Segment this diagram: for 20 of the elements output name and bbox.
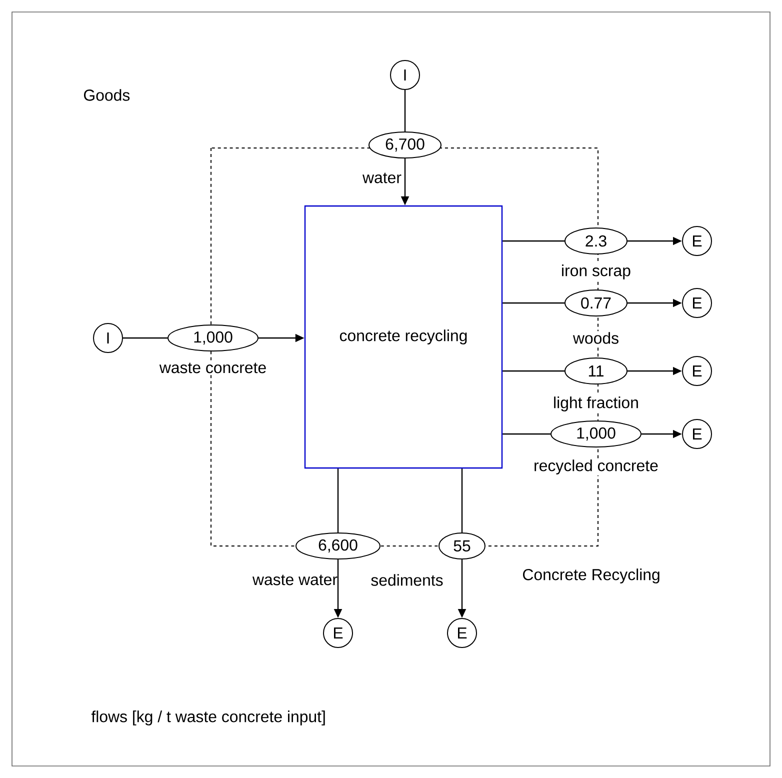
note: Goods (84, 89, 130, 101)
flow-line (337, 468, 339, 532)
note: Concrete Recycling (523, 568, 660, 584)
flow-label: water (362, 172, 402, 184)
note: flows [kg / t waste concrete input] (91, 710, 325, 726)
flow-label: waste water (251, 574, 339, 586)
flow-line (502, 240, 564, 242)
flow-line (461, 468, 463, 532)
flow-line (123, 337, 168, 339)
flow-label: woods (572, 331, 620, 345)
flow-label: waste concrete (158, 362, 268, 374)
flow-label: iron scrap (560, 264, 632, 280)
flow-line (502, 302, 564, 304)
flow-label: light fraction (552, 396, 640, 412)
flow-label: sediments (370, 573, 444, 587)
flow-line (502, 370, 564, 372)
flow-line (404, 90, 406, 132)
flow-line (502, 433, 550, 435)
flow-label: recycled concrete (532, 458, 660, 476)
process-box: concrete recycling (304, 205, 503, 469)
